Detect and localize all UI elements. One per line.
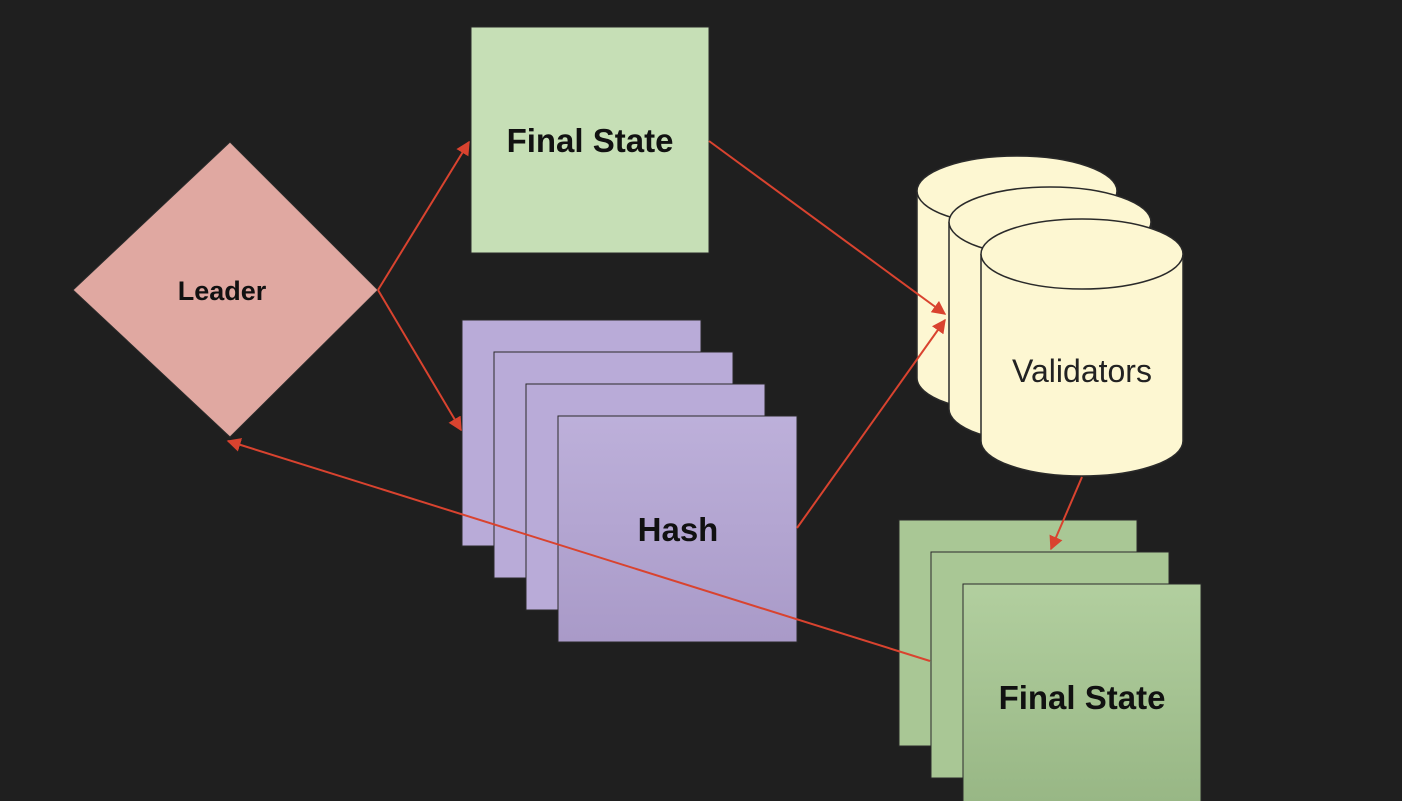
arrows xyxy=(226,140,1083,662)
arrow-final-state-stack-to-leader xyxy=(226,438,931,662)
final-state-stack-node: Final State xyxy=(898,519,1202,801)
arrow-final-state-to-validators xyxy=(708,140,947,315)
final-state-top-box xyxy=(470,26,710,254)
leader-label: Leader xyxy=(178,276,267,306)
final-state-stack-label: Final State xyxy=(999,679,1166,716)
arrow-leader-to-hash xyxy=(377,289,462,432)
validators-label: Validators xyxy=(1012,353,1152,389)
hash-label: Hash xyxy=(638,511,719,548)
arrow-leader-to-final-state xyxy=(377,140,470,291)
hash-stack-node: Hash xyxy=(461,319,798,643)
leader-diamond xyxy=(72,141,379,438)
validator-cylinder-3 xyxy=(980,218,1184,477)
final-state-top-node: Final State xyxy=(470,26,710,254)
hash-card-4 xyxy=(557,415,798,643)
final-state-top-label: Final State xyxy=(507,122,674,159)
final-state-card-3 xyxy=(962,583,1202,801)
validators-node: Validators xyxy=(916,155,1184,477)
arrow-hash-to-validators xyxy=(796,318,946,529)
leader-node: Leader xyxy=(72,141,379,438)
arrow-validators-to-final-state-stack xyxy=(1049,476,1083,551)
